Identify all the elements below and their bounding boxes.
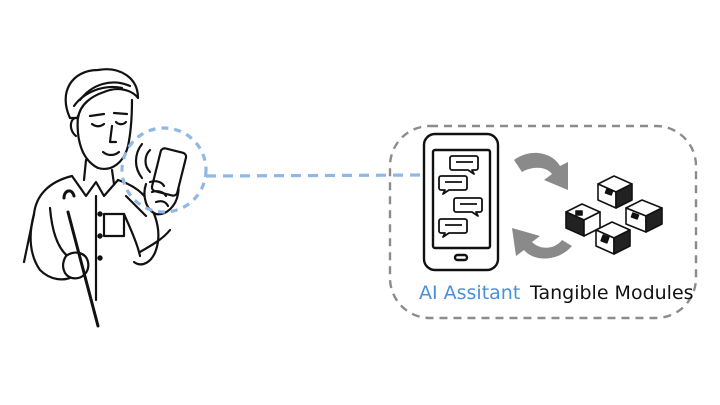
module-cube-3 xyxy=(625,199,663,233)
module-cube-1 xyxy=(597,175,633,209)
connector-line xyxy=(205,173,429,178)
module-cube-2 xyxy=(565,203,601,237)
flow-arrow-top xyxy=(514,152,568,190)
phone-signal-waves-icon xyxy=(134,142,152,180)
module-cube-4 xyxy=(595,221,631,255)
system-container xyxy=(388,124,698,320)
smartphone-chat-icon xyxy=(422,132,500,272)
blind-person-with-cane-icon xyxy=(22,68,188,328)
tangible-modules-label: Tangible Modules xyxy=(530,282,694,304)
focus-circle xyxy=(120,126,208,214)
flow-arrow-bottom xyxy=(512,228,572,259)
ai-assistant-label: AI Assitant xyxy=(419,282,521,304)
circular-arrows-icon xyxy=(512,152,572,259)
tangible-cube-modules-icon xyxy=(565,175,663,255)
